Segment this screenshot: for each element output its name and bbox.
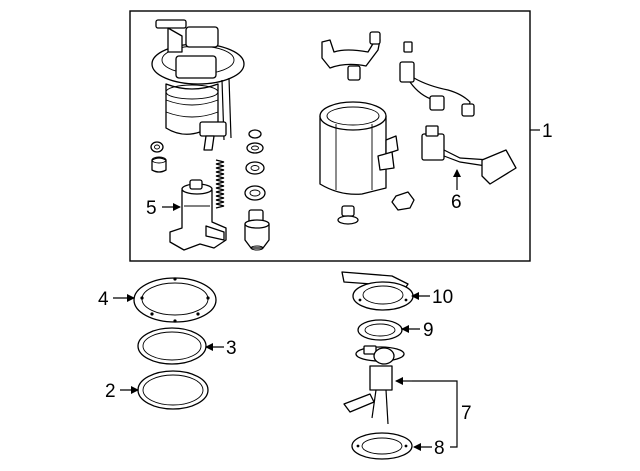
sender-assembly: [343, 345, 405, 425]
callout-8: 8: [434, 438, 445, 459]
callout-3: 3: [226, 338, 237, 359]
gasket-lower: [137, 370, 209, 410]
callout-5: 5: [146, 198, 157, 219]
callout-9: 9: [423, 320, 434, 341]
o-ring: [357, 319, 403, 341]
reservoir-cup: [319, 101, 399, 195]
grommet: [337, 205, 359, 225]
callout-10: 10: [432, 287, 453, 308]
retainer-ring: [341, 271, 414, 311]
leader-lines: [113, 129, 540, 451]
gasket-upper: [137, 327, 207, 365]
pressure-regulator: [244, 209, 270, 251]
small-clip: [391, 191, 415, 211]
reservoir-clip: [321, 31, 381, 81]
callout-6: 6: [451, 192, 462, 213]
fuel-pump: [169, 179, 227, 251]
filter-spring: [215, 159, 225, 209]
regulator-seals: [244, 129, 266, 201]
pump-module-assembly: [151, 19, 245, 151]
callout-7: 7: [461, 403, 472, 424]
pump-seals-left: [150, 141, 167, 173]
sender-gasket: [351, 432, 413, 460]
assembly-frame: [129, 10, 531, 262]
callout-4: 4: [98, 289, 109, 310]
wiring-harness: [399, 41, 475, 117]
lock-ring: [133, 277, 217, 323]
callout-2: 2: [105, 381, 116, 402]
callout-1: 1: [542, 121, 553, 142]
fuel-level-sender: [421, 125, 517, 185]
